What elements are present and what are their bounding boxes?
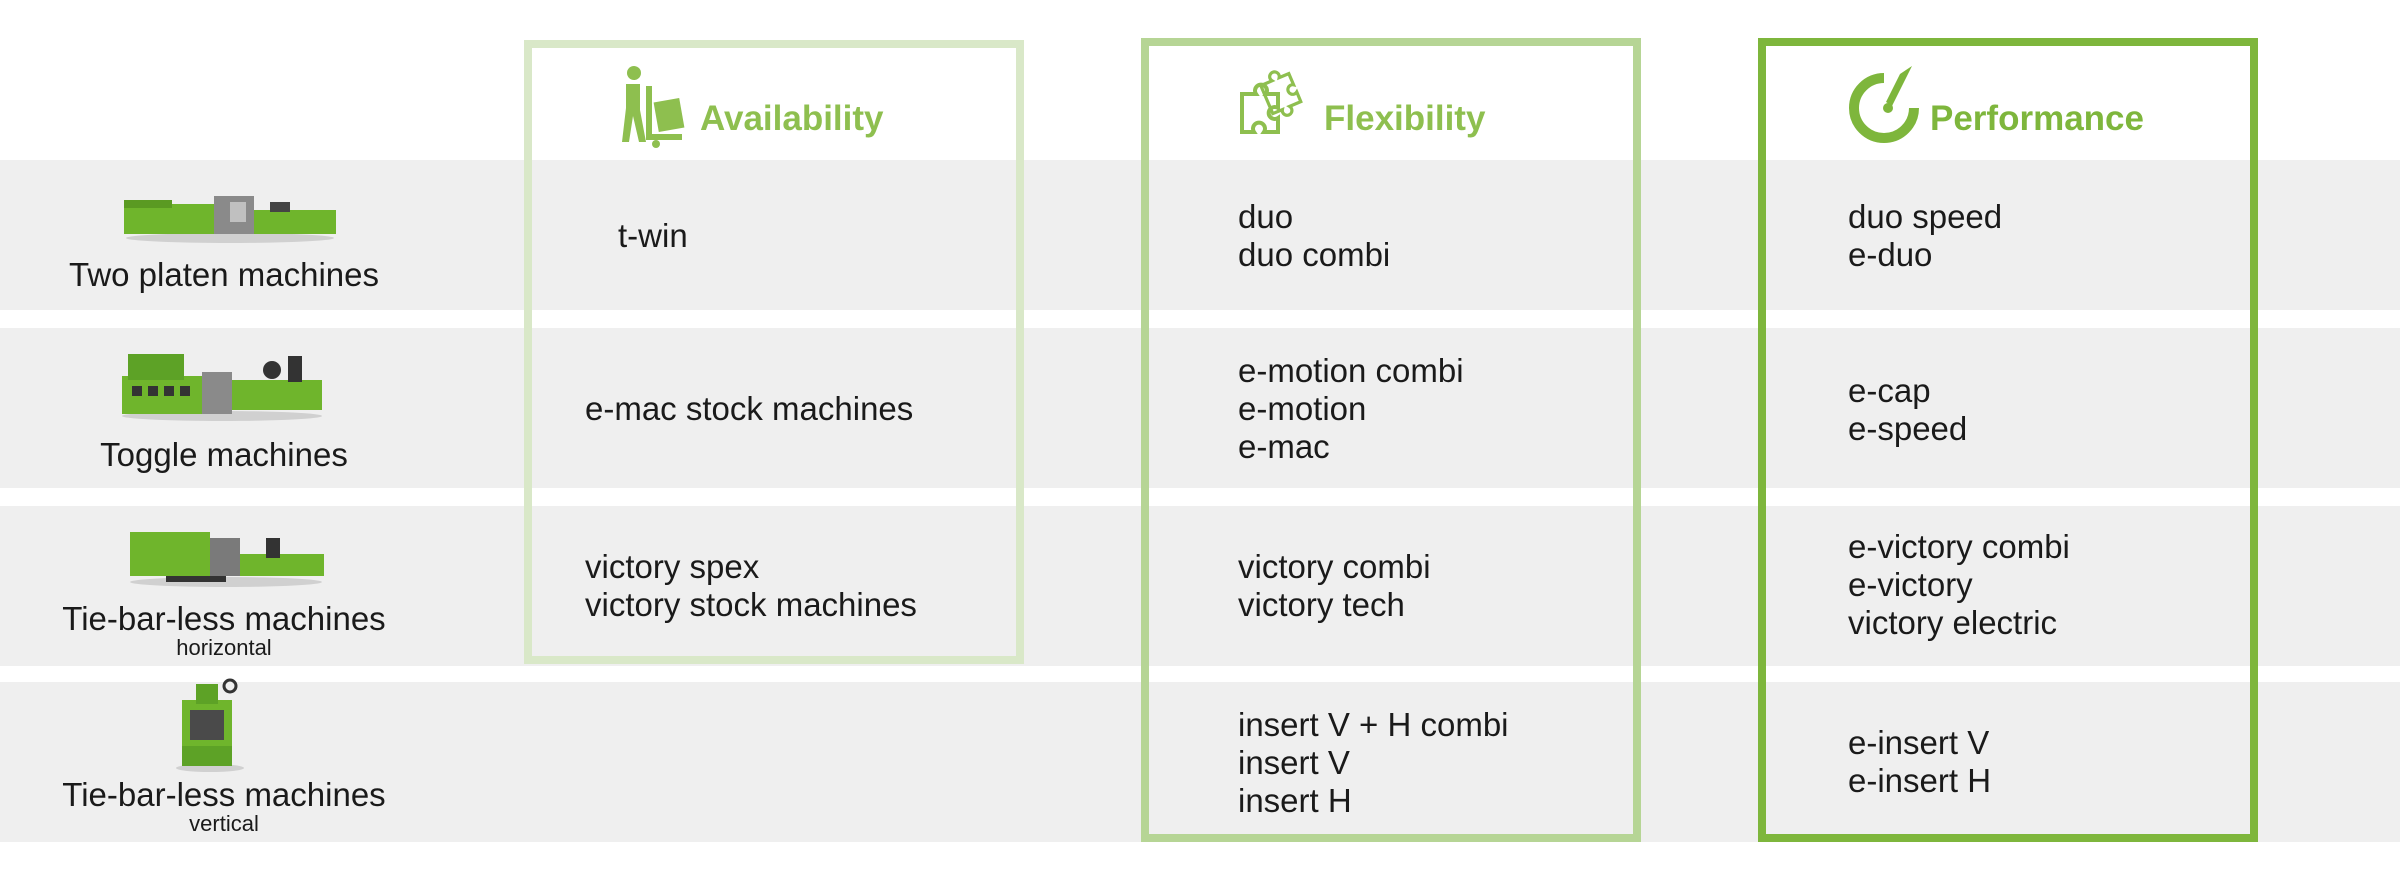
availability-title: Availability	[700, 99, 884, 138]
availability-row-2: e-mac stock machines	[585, 390, 914, 427]
flexibility-row-2: e-motion combi e-motion e-mac	[1238, 352, 1464, 465]
performance-row-4: e-insert V e-insert H	[1848, 724, 1992, 799]
row-3-sublabel: horizontal	[176, 635, 272, 660]
puzzle-icon	[1240, 70, 1303, 134]
availability-header: Availability	[618, 64, 884, 148]
availability-row-3: victory spex victory stock machines	[585, 548, 917, 623]
row-3-label: Tie-bar-less machines	[62, 600, 386, 637]
flexibility-row-1: duo duo combi	[1238, 198, 1391, 273]
tie-bar-less-vertical-machine-image	[176, 678, 244, 772]
row-1-label: Two platen machines	[68, 256, 379, 293]
row-band-3	[0, 506, 2400, 666]
performance-column-frame	[1758, 38, 2258, 842]
two-platen-machine-image	[124, 196, 336, 243]
performance-title: Performance	[1930, 99, 2144, 138]
speedometer-icon	[1849, 66, 1919, 143]
performance-row-3: e-victory combi e-victory victory electr…	[1848, 528, 2070, 641]
performance-row-2: e-cap e-speed	[1848, 372, 1968, 447]
row-4-label: Tie-bar-less machines	[62, 776, 386, 813]
row-4-sublabel: vertical	[189, 811, 259, 836]
row-2-label: Toggle machines	[100, 436, 348, 473]
row-band-1	[0, 160, 2400, 310]
availability-column-frame	[524, 40, 1024, 664]
toggle-machine-image	[122, 354, 322, 421]
tie-bar-less-horizontal-machine-image	[130, 532, 324, 587]
performance-header: Performance	[1848, 64, 2144, 148]
flexibility-column-frame	[1141, 38, 1641, 842]
flexibility-row-4: insert V + H combi insert V insert H	[1238, 706, 1509, 819]
flexibility-title: Flexibility	[1324, 99, 1486, 138]
performance-row-1: duo speed e-duo	[1848, 198, 2003, 273]
row-band-2	[0, 328, 2400, 488]
hand-truck-icon	[622, 66, 685, 148]
availability-row-1: t-win	[618, 217, 688, 254]
flexibility-header: Flexibility	[1238, 64, 1485, 148]
flexibility-row-3: victory combi victory tech	[1238, 548, 1431, 623]
row-band-4	[0, 682, 2400, 842]
